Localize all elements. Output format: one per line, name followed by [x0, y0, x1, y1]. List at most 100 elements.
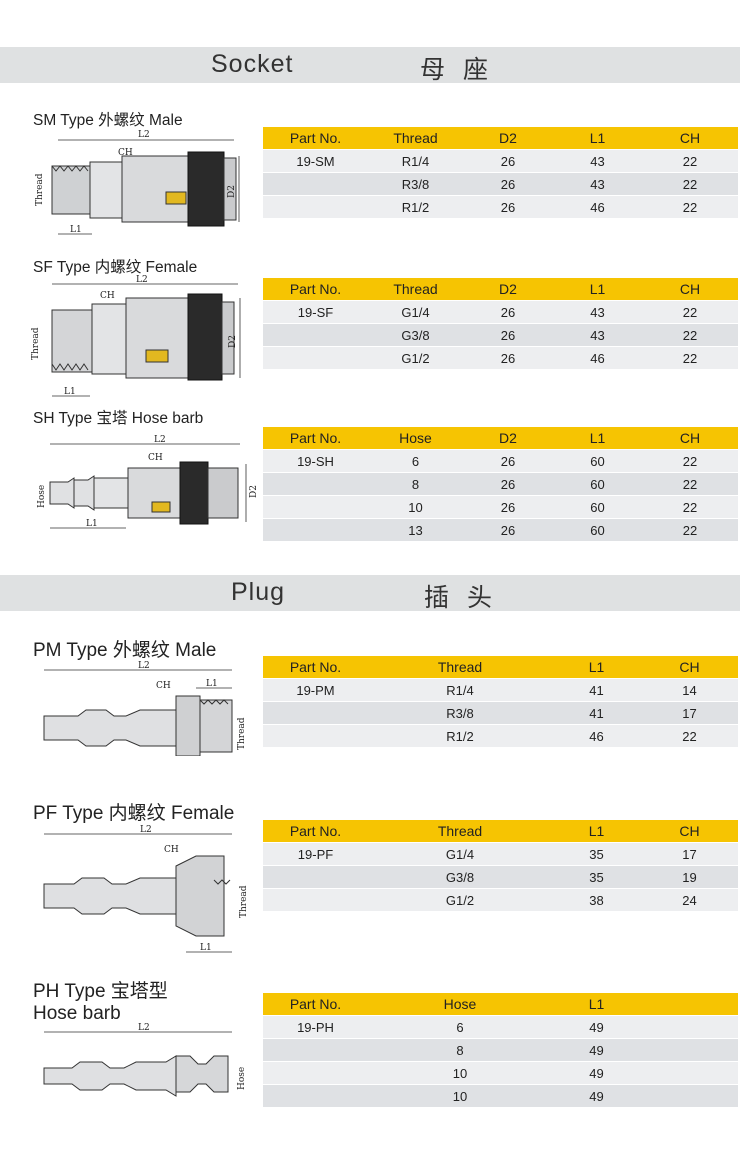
cell	[263, 323, 368, 347]
cell: R3/8	[368, 172, 463, 196]
cell: 43	[553, 172, 642, 196]
cell: G3/8	[368, 865, 552, 889]
col-part-no: Part No.	[263, 820, 368, 843]
col-l1: L1	[553, 427, 642, 450]
sh-socket-diagram: L2 CH D2 Hose L1	[37, 435, 259, 529]
d2-label: D2	[249, 485, 259, 498]
col-l1: L1	[552, 993, 641, 1016]
col-d2: D2	[463, 427, 553, 450]
cell: G1/4	[368, 842, 552, 866]
cell: 41	[552, 678, 641, 702]
cell: 26	[463, 323, 553, 347]
ph-title-line2: Hose barb	[33, 1003, 121, 1024]
cell: 22	[642, 323, 738, 347]
cell: G1/2	[368, 888, 552, 911]
ch-label: CH	[156, 681, 171, 691]
col-blank	[641, 993, 738, 1016]
cell: 8	[368, 472, 463, 496]
hose-label: Hose	[37, 485, 47, 508]
cell	[263, 865, 368, 889]
cell: 26	[463, 172, 553, 196]
col-l1: L1	[552, 656, 641, 679]
col-ch: CH	[642, 127, 738, 150]
l1-label: L1	[200, 943, 212, 953]
cell: 22	[642, 472, 738, 496]
cell: 46	[553, 195, 642, 218]
col-part-no: Part No.	[263, 427, 368, 450]
d2-label: D2	[228, 335, 238, 348]
cell	[263, 195, 368, 218]
cell: 49	[552, 1084, 641, 1107]
cell: 19-PH	[263, 1015, 368, 1039]
cell: 22	[642, 149, 738, 173]
col-thread: Thread	[368, 278, 463, 301]
sf-type-title: SF Type 内螺纹 Female	[33, 259, 198, 276]
l2-label: L2	[138, 130, 150, 140]
cell	[263, 1084, 368, 1107]
col-part-no: Part No.	[263, 656, 368, 679]
cell	[263, 518, 368, 541]
cell: 60	[553, 449, 642, 473]
thread-label: Thread	[239, 885, 249, 918]
cell: 10	[368, 1061, 552, 1085]
cell: 46	[552, 724, 641, 747]
cell: R1/4	[368, 678, 552, 702]
cell	[263, 1038, 368, 1062]
cell: 17	[641, 842, 738, 866]
cell: R1/4	[368, 149, 463, 173]
cell: 8	[368, 1038, 552, 1062]
cell: 35	[552, 842, 641, 866]
cell: 60	[553, 472, 642, 496]
col-l1: L1	[552, 820, 641, 843]
cell: 49	[552, 1061, 641, 1085]
cell: 26	[463, 300, 553, 324]
cell: 26	[463, 195, 553, 218]
col-ch: CH	[642, 278, 738, 301]
ch-label: CH	[164, 845, 179, 855]
cell: 26	[463, 149, 553, 173]
cell: 38	[552, 888, 641, 911]
cell: 22	[642, 495, 738, 519]
cell	[641, 1015, 738, 1039]
cell: 6	[368, 1015, 552, 1039]
cell	[263, 172, 368, 196]
l1-label: L1	[206, 679, 218, 689]
cell	[263, 346, 368, 369]
col-part-no: Part No.	[263, 993, 368, 1016]
cell: 17	[641, 701, 738, 725]
col-ch: CH	[641, 656, 738, 679]
cell: G3/8	[368, 323, 463, 347]
cell	[263, 495, 368, 519]
sf-socket-diagram: L2 CH D2 Thread L1	[31, 275, 241, 397]
cell: 19-SM	[263, 149, 368, 173]
cell	[641, 1061, 738, 1085]
l2-label: L2	[138, 1023, 150, 1033]
section-header-socket: Socket 母座	[0, 47, 740, 84]
cell: 43	[553, 300, 642, 324]
cell: 22	[642, 449, 738, 473]
ch-label: CH	[148, 453, 163, 463]
cell: 60	[553, 518, 642, 541]
col-thread: Thread	[368, 127, 463, 150]
cell: 10	[368, 1084, 552, 1107]
thread-label: Thread	[35, 173, 45, 206]
cell: 26	[463, 495, 553, 519]
cell: 22	[641, 724, 738, 747]
pf-plug-diagram: L2 CH L1 Thread	[43, 825, 249, 953]
ch-label: CH	[100, 291, 115, 301]
ph-type-title: PH Type 宝塔型 Hose barb	[33, 976, 168, 1025]
cell: G1/4	[368, 300, 463, 324]
sm-socket-diagram: L2 CH D2 Thread L1	[35, 130, 240, 235]
section-header-plug: Plug 插头	[0, 575, 740, 612]
col-thread: Thread	[368, 656, 552, 679]
cell: 19-PM	[263, 678, 368, 702]
